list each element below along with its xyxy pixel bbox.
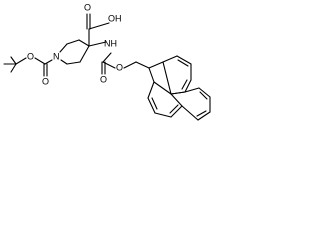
- bond-ch2-to-fluorenyl-c9: [135, 61, 150, 69]
- ring-bond-lower-right: [79, 45, 90, 63]
- fluorene-system: [147, 55, 211, 121]
- upper-ring-bond-2: [176, 55, 192, 65]
- lower-ring-inner-2: [169, 104, 179, 114]
- upper-ring-bond-6: [162, 61, 172, 95]
- ring-bond-upper-right: [78, 39, 90, 47]
- bond-boc-c-to-n: [44, 59, 53, 65]
- right-ring-inner-1: [199, 91, 208, 100]
- fluorene-c9-to-c8a: [148, 67, 155, 83]
- upper-ring-bond-1: [162, 55, 178, 63]
- lower-ring-bond-2: [147, 97, 156, 114]
- label-boc-carbonyl-o: O: [42, 76, 49, 86]
- lower-ring-bond-6: [153, 81, 172, 95]
- bond-quaternary-c-to-nh: [88, 41, 107, 47]
- bond-tbu-methyl-top: [10, 56, 17, 65]
- label-fmoc-carbonyl-o: O: [100, 74, 107, 84]
- label-acid-oh: OH: [108, 13, 122, 23]
- bond-boc-o-to-c: [34, 57, 46, 65]
- label-fmoc-ester-o: O: [116, 62, 123, 72]
- ring-bond-lower-left: [66, 61, 81, 65]
- boc-group: [34, 57, 53, 77]
- fluorene-c9-to-c9a: [148, 61, 164, 69]
- chemical-structure: O OH NH N O O O O: [3, 2, 211, 121]
- bond-fmoc-c-to-ester-o: [102, 61, 116, 69]
- upper-ring-bond-4: [184, 79, 192, 93]
- label-boc-ester-o: O: [27, 51, 34, 61]
- upper-ring-inner-1: [177, 59, 189, 67]
- right-ring-bond-5: [181, 105, 199, 121]
- lower-ring-bond-3: [154, 112, 172, 118]
- bond-nh-to-carbonyl-c: [102, 52, 112, 63]
- lower-ring-inner-1: [151, 97, 158, 110]
- lower-ring-bond-1: [147, 81, 155, 99]
- right-ring-bond-2: [198, 87, 211, 98]
- ring-bond-n-lower-left: [60, 59, 68, 65]
- tert-butyl-group: [3, 56, 27, 73]
- upper-ring-bond-5: [170, 91, 186, 95]
- bond-ester-o-to-ch2: [123, 61, 137, 69]
- label-carbamate-nh: NH: [104, 38, 117, 48]
- right-ring-bond-1: [184, 87, 200, 93]
- right-ring-inner-2: [196, 110, 207, 117]
- label-piperidine-n: N: [53, 51, 60, 61]
- lower-ring-bond-5: [170, 93, 183, 107]
- bond-acid-c-to-oh: [88, 22, 110, 30]
- right-ring-bond-4: [197, 111, 211, 121]
- label-acid-carbonyl-o: O: [84, 2, 91, 12]
- lower-ring-bond-4: [170, 105, 183, 118]
- upper-ring-inner-2: [181, 79, 188, 90]
- bond-tbu-methyl-bottom: [10, 63, 17, 73]
- ring-bond-n-upper-left: [59, 43, 68, 53]
- bond-tbu-to-o: [15, 57, 27, 65]
- carboxylic-acid-group: [86, 13, 110, 47]
- ring-bond-upper-left: [66, 39, 80, 45]
- piperidine-ring: [59, 39, 90, 65]
- fmoc-carbamate: [101, 52, 150, 75]
